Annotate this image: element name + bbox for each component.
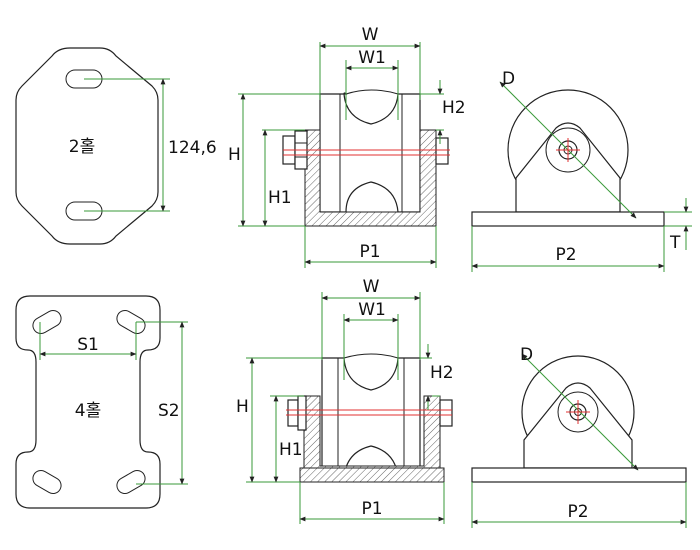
label-p2-bottom: P2: [567, 502, 588, 522]
side-view-bottom: D P2: [471, 345, 687, 528]
slot-hole-br: [116, 470, 146, 494]
label-h1-bottom: H1: [279, 440, 303, 460]
label-h-bottom: H: [236, 397, 249, 417]
label-w-top: W: [362, 25, 379, 45]
label-h1-top: H1: [268, 188, 292, 208]
label-d-bottom: D: [520, 345, 533, 365]
label-four-hole: 4홀: [75, 401, 101, 421]
side-view-top: D T P2: [471, 69, 692, 272]
label-t-top: T: [669, 233, 681, 253]
label-s1: S1: [77, 335, 99, 355]
label-h2-top: H2: [442, 98, 466, 118]
label-w1-top: W1: [358, 48, 386, 68]
slot-hole-tr: [116, 310, 146, 334]
label-h2-bottom: H2: [430, 363, 454, 383]
front-view-top: W W1 H H1 H2 P1: [228, 25, 466, 268]
label-h-top: H: [228, 145, 241, 165]
label-hole-spacing-2hole: 124,6: [168, 138, 217, 158]
label-s2: S2: [158, 401, 180, 421]
label-w-bottom: W: [363, 277, 380, 297]
base-plate-4hole: S1 4홀 S2: [15, 295, 188, 509]
label-w1-bottom: W1: [358, 300, 386, 320]
front-view-bottom: W W1 H H1 H2 P1: [236, 277, 454, 524]
slot-hole-bl: [32, 470, 62, 494]
label-d-top: D: [502, 69, 515, 89]
label-two-hole: 2홀: [69, 137, 95, 157]
slot-hole-tl: [32, 310, 62, 334]
base-plate-2hole: 2홀 124,6: [15, 47, 217, 245]
label-p1-top: P1: [359, 242, 380, 262]
label-p2-top: P2: [555, 245, 576, 265]
label-p1-bottom: P1: [361, 499, 382, 519]
